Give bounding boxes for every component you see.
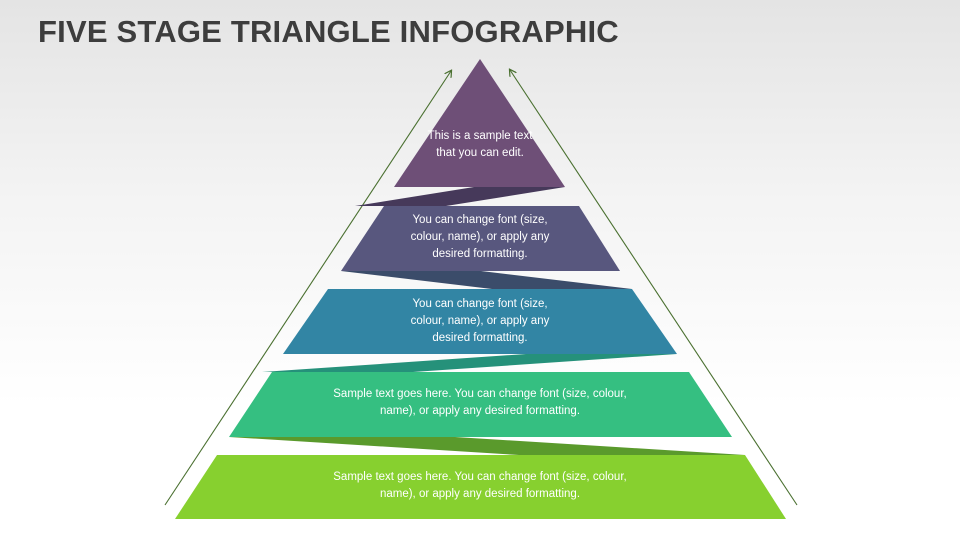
slide-title: FIVE STAGE TRIANGLE INFOGRAPHIC: [38, 14, 619, 49]
stage-3-shape: [283, 289, 677, 354]
stage-1-shape: [394, 59, 565, 187]
stage-5-text: Sample text goes here. You can change fo…: [333, 471, 627, 500]
right-side-arrow: [510, 70, 798, 506]
stage-4-shape: [229, 372, 732, 437]
left-side-arrow: [164, 71, 451, 506]
stage-3-text: You can change font (size, colour, name)…: [410, 298, 550, 344]
stage-2-shape: [341, 206, 620, 271]
stage-4-text: Sample text goes here. You can change fo…: [333, 388, 627, 417]
connector-3-4: [262, 354, 677, 372]
stage-1-text: This is a sample text that you can edit.: [427, 130, 533, 159]
connector-4-5: [229, 437, 745, 455]
stage-2-text: You can change font (size, colour, name)…: [410, 214, 550, 260]
connector-2-3: [341, 271, 632, 289]
stage-5-shape: [175, 455, 786, 519]
connector-1-2: [355, 187, 565, 206]
